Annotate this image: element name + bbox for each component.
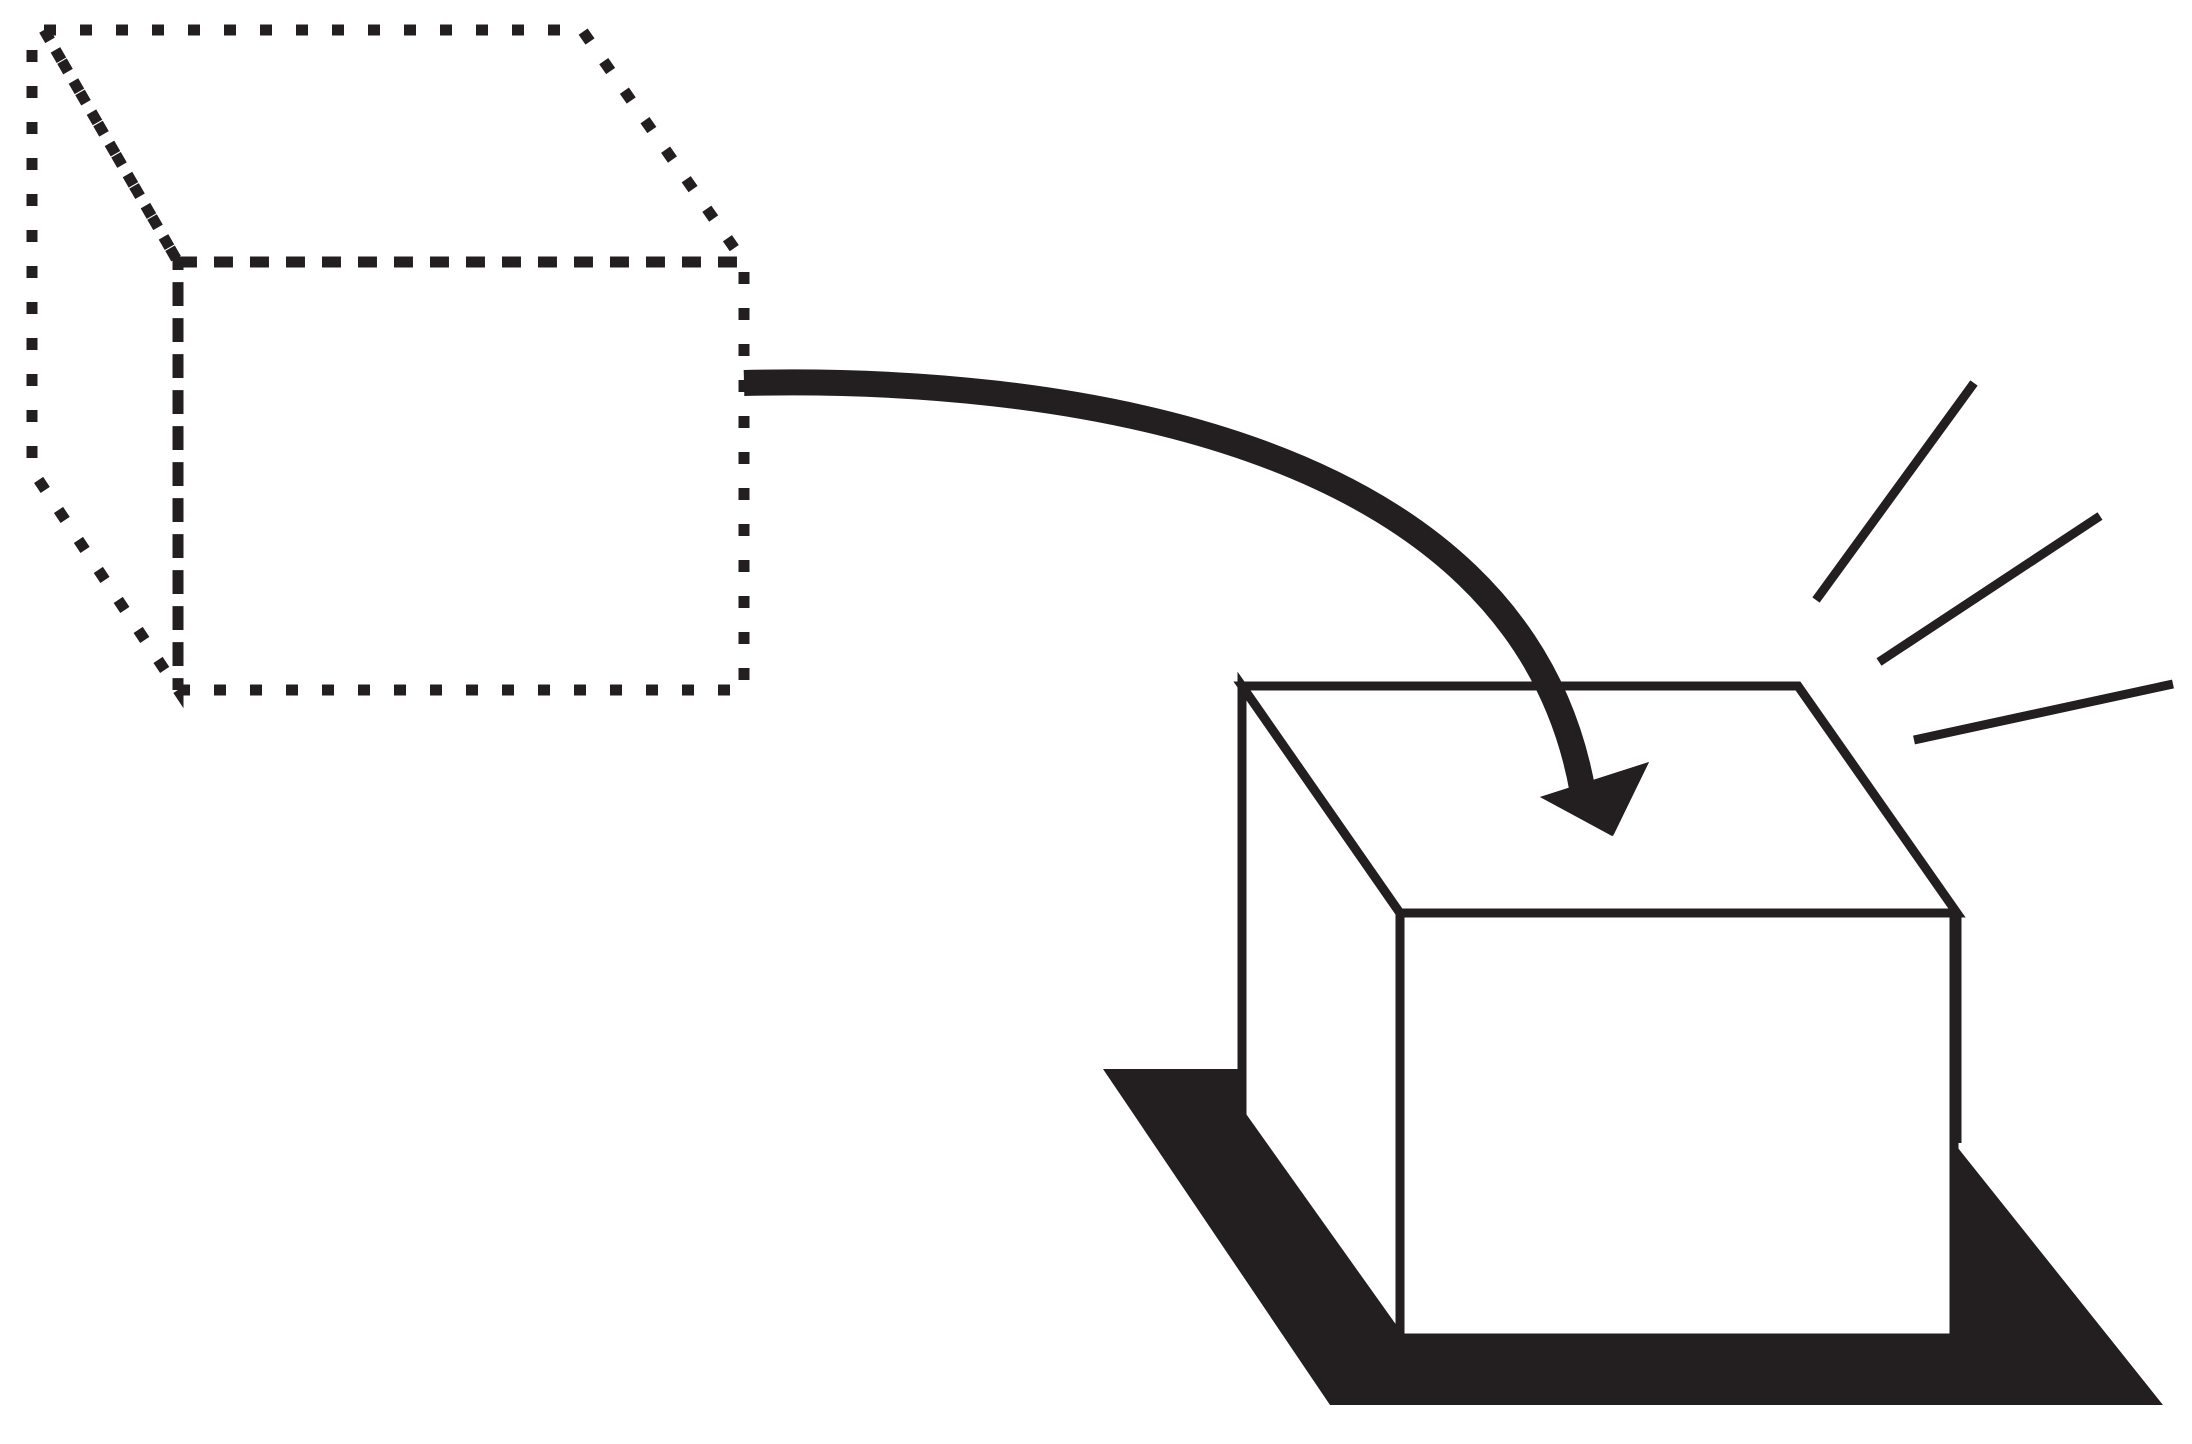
ghost-box-top-face <box>34 24 755 268</box>
move-arrow <box>743 369 1649 836</box>
impact-line-top <box>1812 380 1978 603</box>
impact-lines-icon <box>1812 380 2174 745</box>
impact-line-bottom <box>1913 679 2174 745</box>
move-arrow-head-fill <box>1540 762 1649 836</box>
impact-line-middle <box>1876 512 2103 666</box>
ghost-box-front-face <box>172 256 750 696</box>
ghost-box-icon <box>26 19 755 709</box>
move-arrow-shaft <box>743 369 1596 796</box>
ghost-box-left-face <box>26 19 184 709</box>
placed-box-front-face <box>1395 908 1959 1343</box>
box-shadow <box>1103 1069 2163 1405</box>
